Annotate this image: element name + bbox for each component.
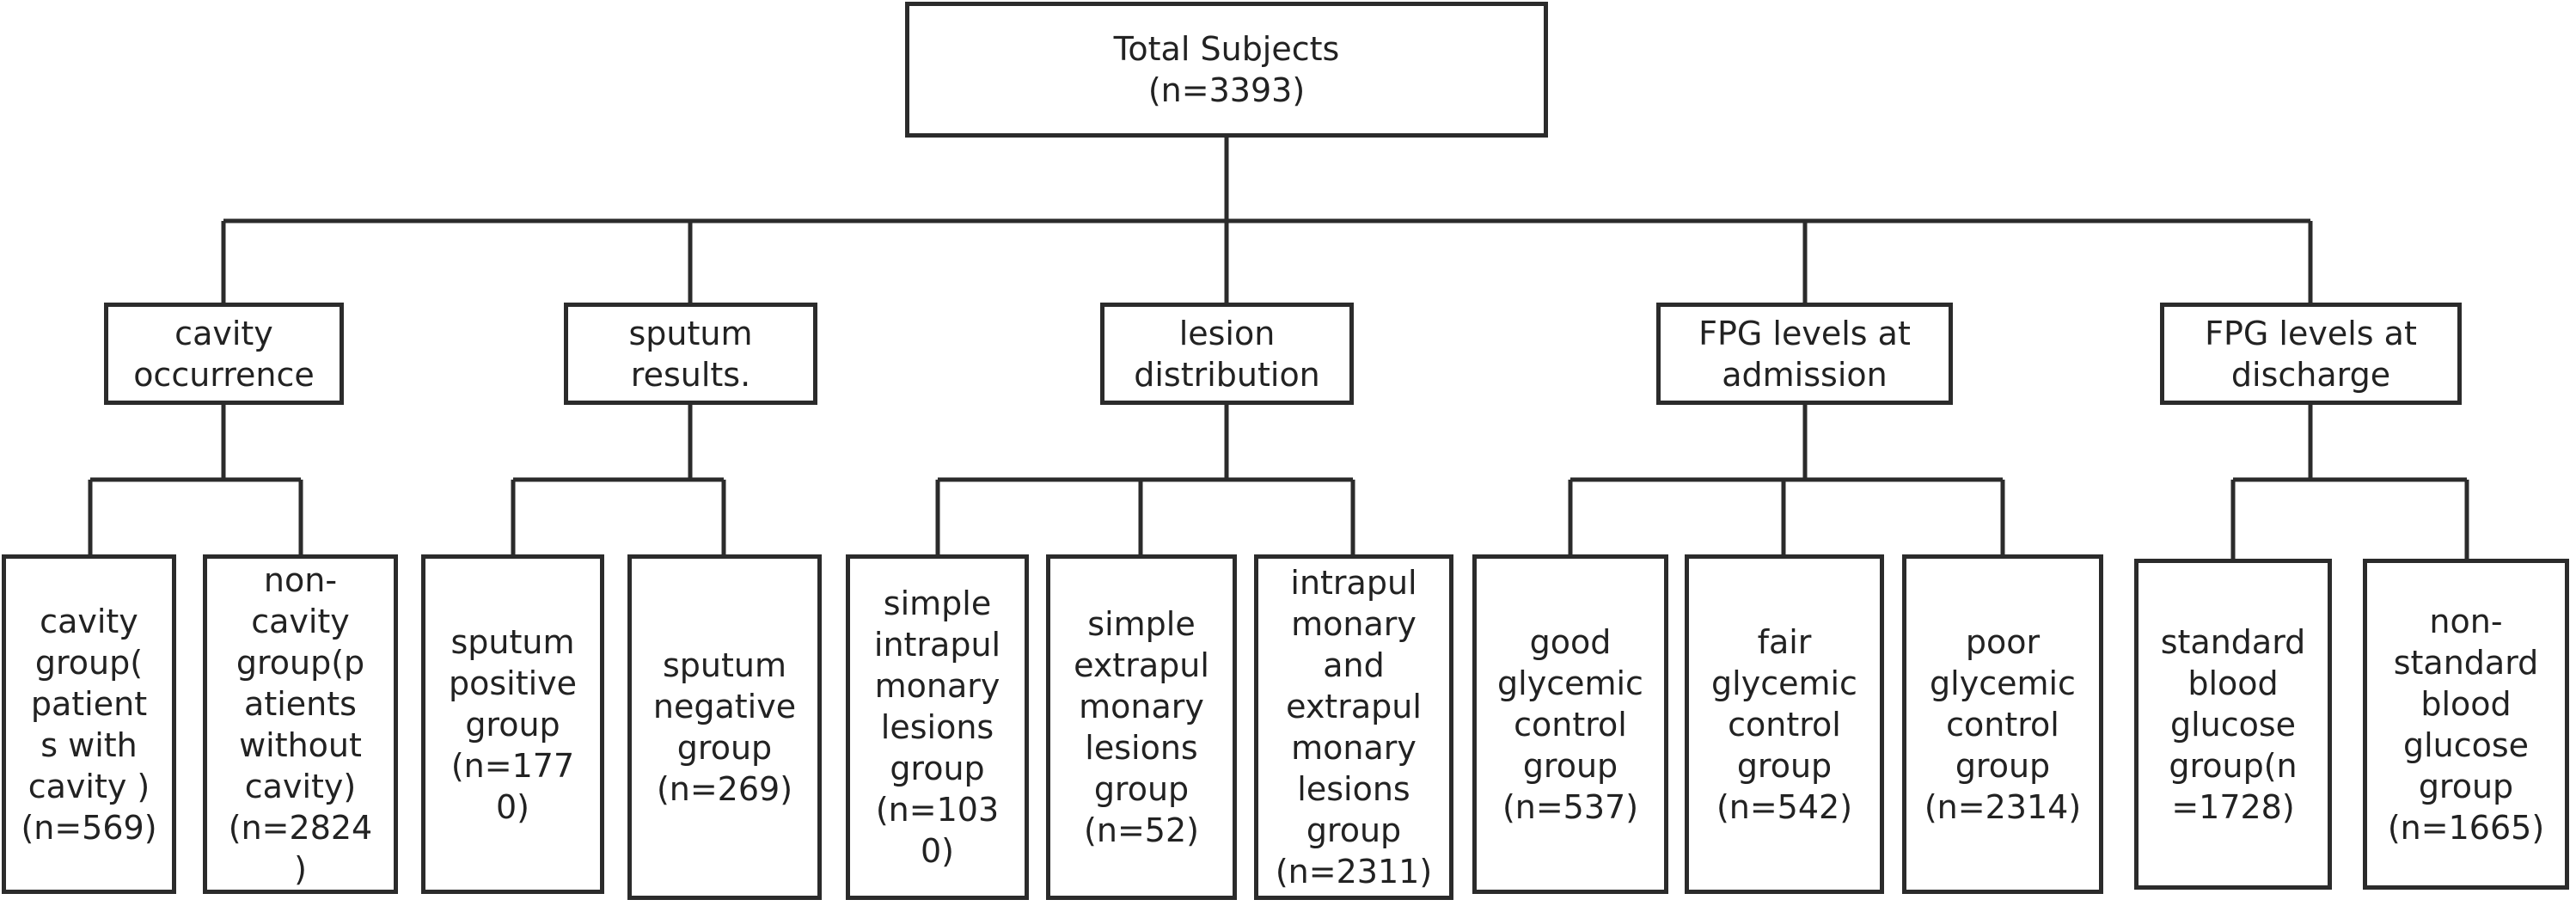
category-node-fpg-admission: FPG levels at admission (1656, 303, 1953, 405)
group-label: sputum positive group (n=177 0) (448, 622, 578, 826)
group-node-intra-and-extrapulmonary: intrapul monary and extrapul monary lesi… (1254, 554, 1453, 900)
group-node-simple-extrapulmonary: simple extrapul monary lesions group (n=… (1046, 554, 1237, 900)
category-label: sputum results. (628, 314, 753, 394)
group-label: non- cavity group(p atients without cavi… (228, 560, 373, 888)
category-node-fpg-discharge: FPG levels at discharge (2160, 303, 2462, 405)
group-node-sputum-positive: sputum positive group (n=177 0) (421, 554, 604, 894)
group-node-simple-intrapulmonary: simple intrapul monary lesions group (n=… (846, 554, 1029, 900)
group-label: simple intrapul monary lesions group (n=… (873, 585, 1001, 870)
group-node-cavity: cavity group( patient s with cavity ) (n… (2, 554, 176, 894)
category-node-cavity-occurrence: cavity occurrence (104, 303, 344, 405)
group-node-standard-glucose: standard blood glucose group(n =1728) (2134, 559, 2332, 890)
group-label: fair glycemic control group (n=542) (1711, 622, 1857, 826)
group-label: sputum negative group (n=269) (652, 646, 797, 808)
group-label: non- standard blood glucose group (n=166… (2387, 602, 2545, 847)
group-label: poor glycemic control group (n=2314) (1924, 622, 2082, 826)
category-label: lesion distribution (1134, 314, 1320, 394)
category-node-lesion-distribution: lesion distribution (1100, 303, 1354, 405)
category-label: cavity occurrence (133, 314, 315, 394)
group-node-fair-glycemic: fair glycemic control group (n=542) (1685, 554, 1884, 894)
group-label: standard blood glucose group(n =1728) (2160, 622, 2306, 826)
group-node-good-glycemic: good glycemic control group (n=537) (1472, 554, 1668, 894)
group-node-non-cavity: non- cavity group(p atients without cavi… (203, 554, 398, 894)
category-label: FPG levels at discharge (2205, 314, 2417, 394)
group-node-sputum-negative: sputum negative group (n=269) (627, 554, 822, 900)
group-label: good glycemic control group (n=537) (1497, 622, 1643, 826)
group-label: simple extrapul monary lesions group (n=… (1074, 605, 1209, 849)
category-node-sputum-results: sputum results. (564, 303, 817, 405)
group-label: intrapul monary and extrapul monary lesi… (1275, 564, 1433, 891)
group-node-non-standard-glucose: non- standard blood glucose group (n=166… (2363, 559, 2569, 890)
root-node: Total Subjects (n=3393) (905, 2, 1548, 138)
category-label: FPG levels at admission (1698, 314, 1911, 394)
group-label: cavity group( patient s with cavity ) (n… (21, 602, 157, 847)
group-node-poor-glycemic: poor glycemic control group (n=2314) (1902, 554, 2103, 894)
root-label: Total Subjects (n=3393) (1113, 30, 1340, 109)
